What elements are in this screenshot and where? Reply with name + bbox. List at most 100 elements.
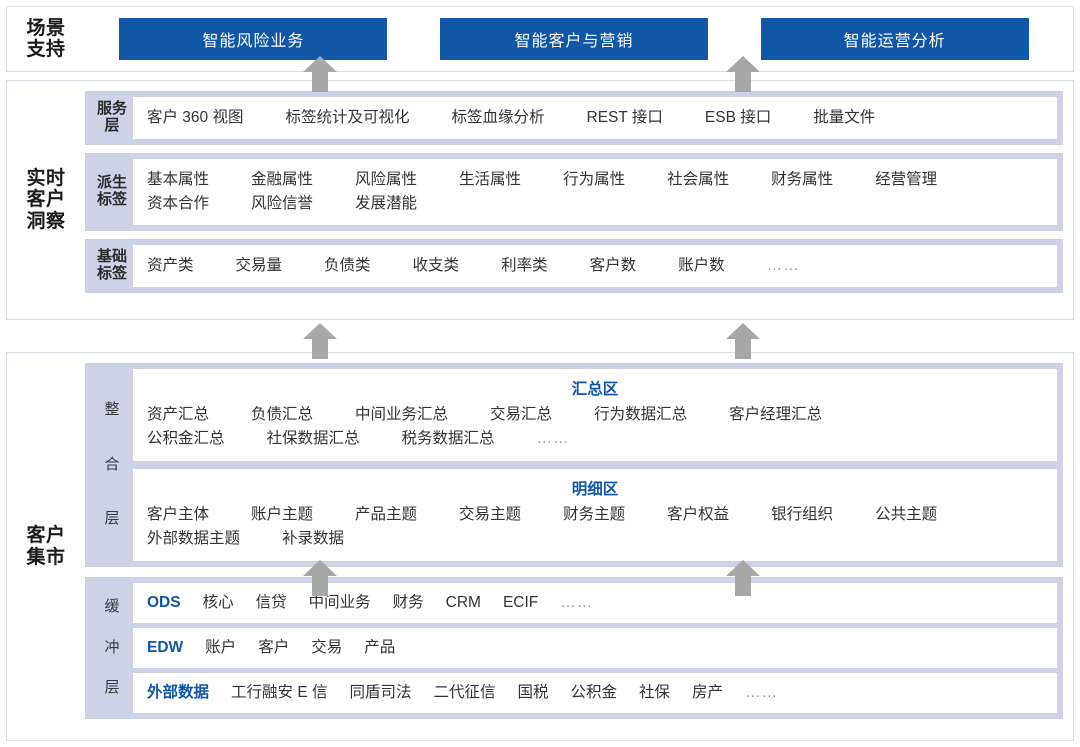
diagram-item[interactable]: 财务属性 xyxy=(771,171,834,189)
diagram-item[interactable]: 交易量 xyxy=(235,257,283,275)
diagram-item[interactable]: 发展潜能 xyxy=(355,195,418,213)
integration-label-char: 合 xyxy=(104,455,120,473)
diagram-item[interactable]: 客户主体 xyxy=(147,506,210,524)
diagram-item[interactable]: 国税 xyxy=(517,684,549,702)
diagram-item[interactable]: 交易 xyxy=(311,639,343,657)
diagram-item[interactable]: 房产 xyxy=(692,684,724,702)
diagram-item[interactable]: 交易主题 xyxy=(459,506,522,524)
item-row: 客户 360 视图 标签统计及可视化 标签血缘分析 REST 接口 ESB 接口 批量文件 xyxy=(147,106,1043,130)
buffer-accent-label[interactable]: ODS xyxy=(147,594,181,612)
diagram-item[interactable]: 金融属性 xyxy=(251,171,314,189)
diagram-item[interactable]: 客户 xyxy=(258,639,290,657)
arrow-buffer-to-integration-right xyxy=(726,560,760,596)
diagram-item[interactable]: 行为属性 xyxy=(563,171,626,189)
diagram-item[interactable]: 外部数据主题 xyxy=(147,530,241,548)
diagram-item[interactable]: 信贷 xyxy=(255,594,287,612)
diagram-item[interactable]: 中间业务汇总 xyxy=(355,406,449,423)
buffer-label-char: 层 xyxy=(104,679,120,697)
diagram-item[interactable]: 资产汇总 xyxy=(147,406,210,423)
integration-zone-2: 明细区客户主体 账户主题 产品主题 交易主题 财务主题 客户权益 银行组织 公共主题外部数据主… xyxy=(133,469,1057,562)
diagram-item[interactable]: 负债类 xyxy=(324,257,371,275)
diagram-item[interactable]: 交易汇总 xyxy=(490,406,553,423)
diagram-item[interactable]: …… xyxy=(766,257,800,275)
diagram-item[interactable]: 风险属性 xyxy=(355,171,418,189)
arrow-mart-to-insight-right xyxy=(726,323,760,359)
scene-button-1[interactable]: 智能风险业务 xyxy=(119,18,388,60)
diagram-item[interactable]: 生活属性 xyxy=(459,171,522,189)
insight-layer-label-2: 派生标签 xyxy=(96,174,127,209)
buffer-stripe-1: ODS 核心 信贷 中间业务 财务 CRM ECIF …… xyxy=(133,583,1057,624)
zone-title-2: 明细区 xyxy=(571,481,619,499)
diagram-item[interactable]: 资产类 xyxy=(147,257,194,275)
diagram-item[interactable]: 账户主题 xyxy=(251,506,314,524)
buffer-accent-label[interactable]: EDW xyxy=(147,639,184,657)
buffer-label-char: 缓 xyxy=(104,598,120,615)
diagram-item[interactable]: …… xyxy=(536,430,570,448)
diagram-item[interactable]: 风险信誉 xyxy=(251,195,314,213)
diagram-item[interactable]: 公共主题 xyxy=(875,506,938,524)
diagram-item[interactable]: 经营管理 xyxy=(875,171,938,189)
insight-layer-1: 服务层 客户 360 视图 标签统计及可视化 标签血缘分析 REST 接口 ESB 接口 批… xyxy=(85,91,1063,146)
diagram-item[interactable]: 财务 xyxy=(392,594,424,612)
insight-layer-label-3: 基础标签 xyxy=(96,248,127,283)
diagram-item[interactable]: 标签统计及可视化 xyxy=(285,109,410,126)
diagram-item[interactable]: ESB 接口 xyxy=(704,109,772,126)
insight-layer-label-1: 服务层 xyxy=(96,100,127,134)
buffer-layer-label: 缓冲层 xyxy=(91,583,133,713)
diagram-item[interactable]: 账户 xyxy=(205,639,237,657)
mart-layers: 整合层汇总区资产汇总负债汇总中间业务汇总交易汇总行为数据汇总客户经理汇总公积金汇… xyxy=(85,363,1063,730)
diagram-item[interactable]: 负债汇总 xyxy=(251,406,314,423)
diagram-item[interactable]: 客户经理汇总 xyxy=(729,406,823,423)
integration-label-char: 层 xyxy=(104,510,120,528)
item-row: 基本属性 金融属性 风险属性 生活属性 行为属性 社会属性 财务属性 经营管理 xyxy=(147,168,1043,192)
item-row: 资本合作 风险信誉 发展潜能 xyxy=(147,192,1043,216)
diagram-item[interactable]: 行为数据汇总 xyxy=(594,406,688,423)
diagram-item[interactable]: 资本合作 xyxy=(147,195,210,213)
scene-button-2[interactable]: 智能客户与营销 xyxy=(439,18,708,60)
diagram-item[interactable]: 银行组织 xyxy=(771,506,834,524)
diagram-item[interactable]: 同盾司法 xyxy=(349,684,412,702)
diagram-item[interactable]: 补录数据 xyxy=(282,530,345,548)
buffer-accent-label[interactable]: 外部数据 xyxy=(147,684,210,702)
diagram-item[interactable]: CRM xyxy=(445,594,481,612)
item-row: 公积金汇总 社保数据汇总 税务数据汇总 …… xyxy=(147,427,1043,451)
integration-layer-label: 整合层 xyxy=(91,369,133,561)
diagram-item[interactable]: 中间业务 xyxy=(308,594,371,612)
arrow-mart-to-insight-left xyxy=(303,323,337,359)
diagram-item[interactable]: 产品主题 xyxy=(355,506,418,524)
insight-layers: 服务层 客户 360 视图 标签统计及可视化 标签血缘分析 REST 接口 ESB 接口 批… xyxy=(85,91,1063,309)
diagram-item[interactable]: 财务主题 xyxy=(563,506,626,524)
insight-layer-body-3: 资产类 交易量 负债类 收支类 利率类 客户数 账户数 …… xyxy=(133,245,1057,288)
diagram-item[interactable]: 社保数据汇总 xyxy=(266,430,360,448)
scene-button-row: 智能风险业务 智能客户与营销 智能运营分析 xyxy=(85,7,1063,71)
diagram-item[interactable]: 收支类 xyxy=(412,257,460,275)
diagram-item[interactable]: 二代征信 xyxy=(433,684,496,702)
scene-button-3[interactable]: 智能运营分析 xyxy=(760,18,1029,60)
diagram-item[interactable]: …… xyxy=(560,594,594,612)
diagram-item[interactable]: REST 接口 xyxy=(586,109,663,126)
diagram-item[interactable]: 基本属性 xyxy=(147,171,210,189)
diagram-item[interactable]: 公积金 xyxy=(570,684,618,702)
diagram-item[interactable]: 社会属性 xyxy=(667,171,730,189)
diagram-item[interactable]: 税务数据汇总 xyxy=(401,430,495,448)
diagram-item[interactable]: 客户 360 视图 xyxy=(147,109,244,126)
diagram-item[interactable]: 标签血缘分析 xyxy=(451,109,545,126)
diagram-item[interactable]: 社保 xyxy=(639,684,671,702)
insight-layer-body-1: 客户 360 视图 标签统计及可视化 标签血缘分析 REST 接口 ESB 接口 批量文件 xyxy=(133,97,1057,140)
diagram-item[interactable]: ECIF xyxy=(502,594,539,612)
diagram-item[interactable]: 客户权益 xyxy=(667,506,730,524)
diagram-item[interactable]: 工行融安 E 信 xyxy=(231,684,328,702)
scene-support-title: 场景支持 xyxy=(26,17,66,60)
arrow-insight-to-scene-left xyxy=(303,56,337,92)
diagram-item[interactable]: 账户数 xyxy=(678,257,725,275)
insight-layer-2: 派生标签 基本属性 金融属性 风险属性 生活属性 行为属性 社会属性 财务属性 经营管理资本合作… xyxy=(85,153,1063,232)
diagram-item[interactable]: 产品 xyxy=(364,639,396,657)
diagram-item[interactable]: 核心 xyxy=(202,594,234,612)
diagram-item[interactable]: 客户数 xyxy=(589,257,637,275)
diagram-item[interactable]: 公积金汇总 xyxy=(147,430,225,448)
diagram-item[interactable]: 批量文件 xyxy=(813,109,876,126)
buffer-layer: 缓冲层 ODS 核心 信贷 中间业务 财务 CRM ECIF …… EDW 账户 客户 交易 产品外部数据… xyxy=(85,577,1063,720)
diagram-item[interactable]: …… xyxy=(745,684,779,702)
diagram-item[interactable]: 利率类 xyxy=(501,257,548,275)
buffer-label-char: 冲 xyxy=(104,638,120,656)
